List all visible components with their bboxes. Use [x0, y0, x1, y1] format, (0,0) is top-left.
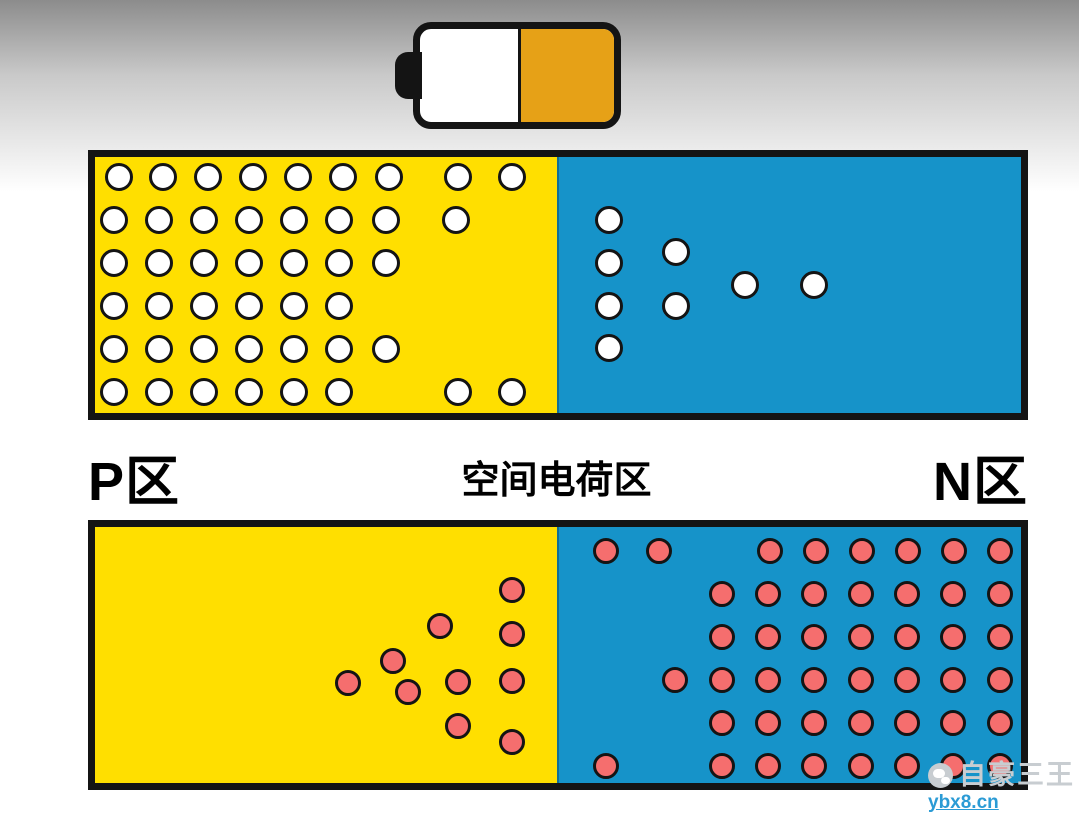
p-region-top	[95, 157, 557, 413]
region-labels: P区 空间电荷区 N区	[88, 443, 1028, 512]
watermark-site-link[interactable]: ybx8.cn	[928, 792, 999, 813]
p-region-bottom	[95, 527, 557, 783]
battery-icon	[395, 22, 621, 129]
n-region-top	[557, 157, 1021, 413]
watermark-author: 自豪三王	[959, 760, 1075, 790]
top-junction-panel	[88, 150, 1028, 420]
battery-terminal	[395, 52, 422, 99]
n-region-bottom	[557, 527, 1021, 783]
bottom-junction-panel	[88, 520, 1028, 790]
space-charge-region-label: 空间电荷区	[461, 459, 652, 502]
watermark: 自豪三王 ybx8.cn	[928, 762, 1075, 812]
n-region-label: N区	[932, 451, 1028, 512]
p-region-label: P区	[88, 451, 181, 512]
wechat-icon	[928, 763, 953, 788]
battery-charge-fill	[518, 29, 614, 122]
